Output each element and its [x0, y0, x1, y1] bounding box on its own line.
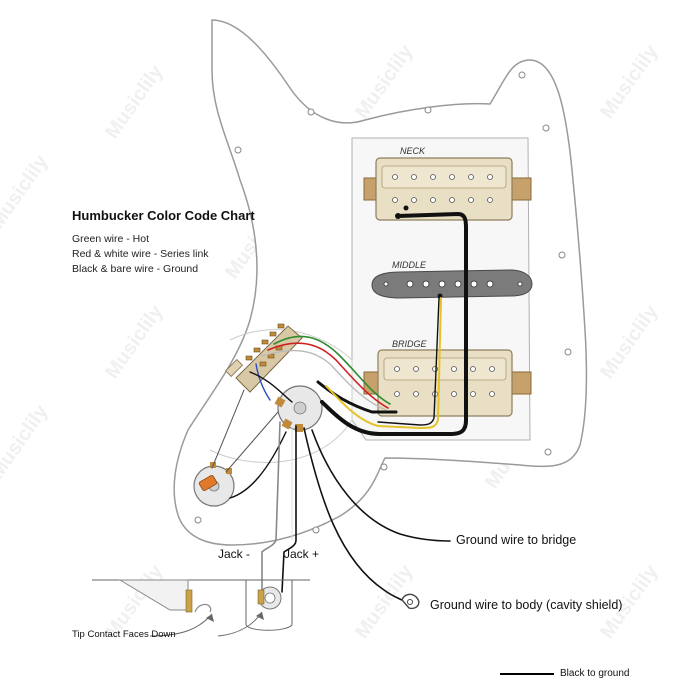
- color-chart-line-green: Green wire - Hot: [72, 233, 150, 245]
- middle-black-wire: [377, 297, 440, 426]
- blue-wire: [255, 363, 271, 401]
- watermark: Musiclily: [596, 40, 663, 123]
- watermark: Musiclily: [101, 60, 168, 143]
- tone-wire: [225, 411, 279, 473]
- red-wire: [267, 342, 389, 409]
- watermark: Musiclily: [0, 400, 53, 483]
- legend-black-line: [500, 673, 554, 675]
- tone-pot: [193, 462, 235, 507]
- color-chart-line-black: Black & bare wire - Ground: [72, 263, 199, 275]
- jack-plus-wire: [281, 425, 297, 593]
- control-cavity: [209, 329, 353, 463]
- screw-hole: [307, 108, 315, 116]
- jack-minus-label: Jack -: [218, 547, 251, 561]
- neck-humbucker: NECK: [363, 146, 532, 221]
- color-chart-line-red-white: Red & white wire - Series link: [72, 248, 209, 260]
- screw-hole: [424, 106, 432, 114]
- pot-ground-wire: [229, 431, 287, 499]
- watermark: Musiclily: [101, 300, 168, 383]
- screw-hole: [564, 348, 572, 356]
- jack-plus-label: Jack +: [284, 547, 320, 561]
- bridge-ground-wire: [316, 380, 398, 414]
- output-jack: [92, 579, 310, 637]
- screw-hole: [234, 146, 242, 154]
- middle-single-coil: MIDDLE: [371, 260, 533, 299]
- screw-hole: [380, 463, 388, 471]
- ground-lug: [401, 593, 420, 610]
- middle-yellow-wire: [325, 297, 442, 429]
- ground-body-callout: Ground wire to body (cavity shield): [430, 598, 623, 612]
- white-wire: [261, 349, 387, 411]
- neck-ground-wire: [320, 212, 468, 436]
- jack-minus-wire: [261, 421, 281, 593]
- bridge-humbucker: BRIDGE: [363, 339, 532, 417]
- middle-label: MIDDLE: [392, 260, 427, 270]
- tip-contact-note: Tip Contact Faces Down: [72, 629, 176, 640]
- volume-pot: [274, 385, 323, 432]
- screw-hole: [194, 516, 202, 524]
- ground-bridge-callout: Ground wire to bridge: [456, 533, 577, 547]
- watermark: Musiclily: [596, 300, 663, 383]
- tone-wire-2: [211, 389, 245, 469]
- neck-label: NECK: [400, 146, 426, 156]
- bridge-label: BRIDGE: [392, 339, 428, 349]
- screw-hole: [312, 526, 320, 534]
- screw-hole: [558, 251, 566, 259]
- wires: [211, 212, 468, 601]
- screw-holes: [194, 71, 572, 534]
- pickup-selector-switch: [224, 323, 303, 393]
- screw-hole: [518, 71, 526, 79]
- legend-black-to-ground: Black to ground: [560, 668, 630, 679]
- black-switch-wire: [249, 371, 293, 403]
- color-chart-title: Humbucker Color Code Chart: [72, 208, 255, 223]
- ground-to-bridge-wire: [311, 429, 451, 542]
- ground-to-body-wire: [303, 427, 403, 601]
- screw-hole: [542, 124, 550, 132]
- watermark: Musiclily: [0, 150, 53, 233]
- screw-hole: [544, 448, 552, 456]
- green-wire: [273, 335, 391, 405]
